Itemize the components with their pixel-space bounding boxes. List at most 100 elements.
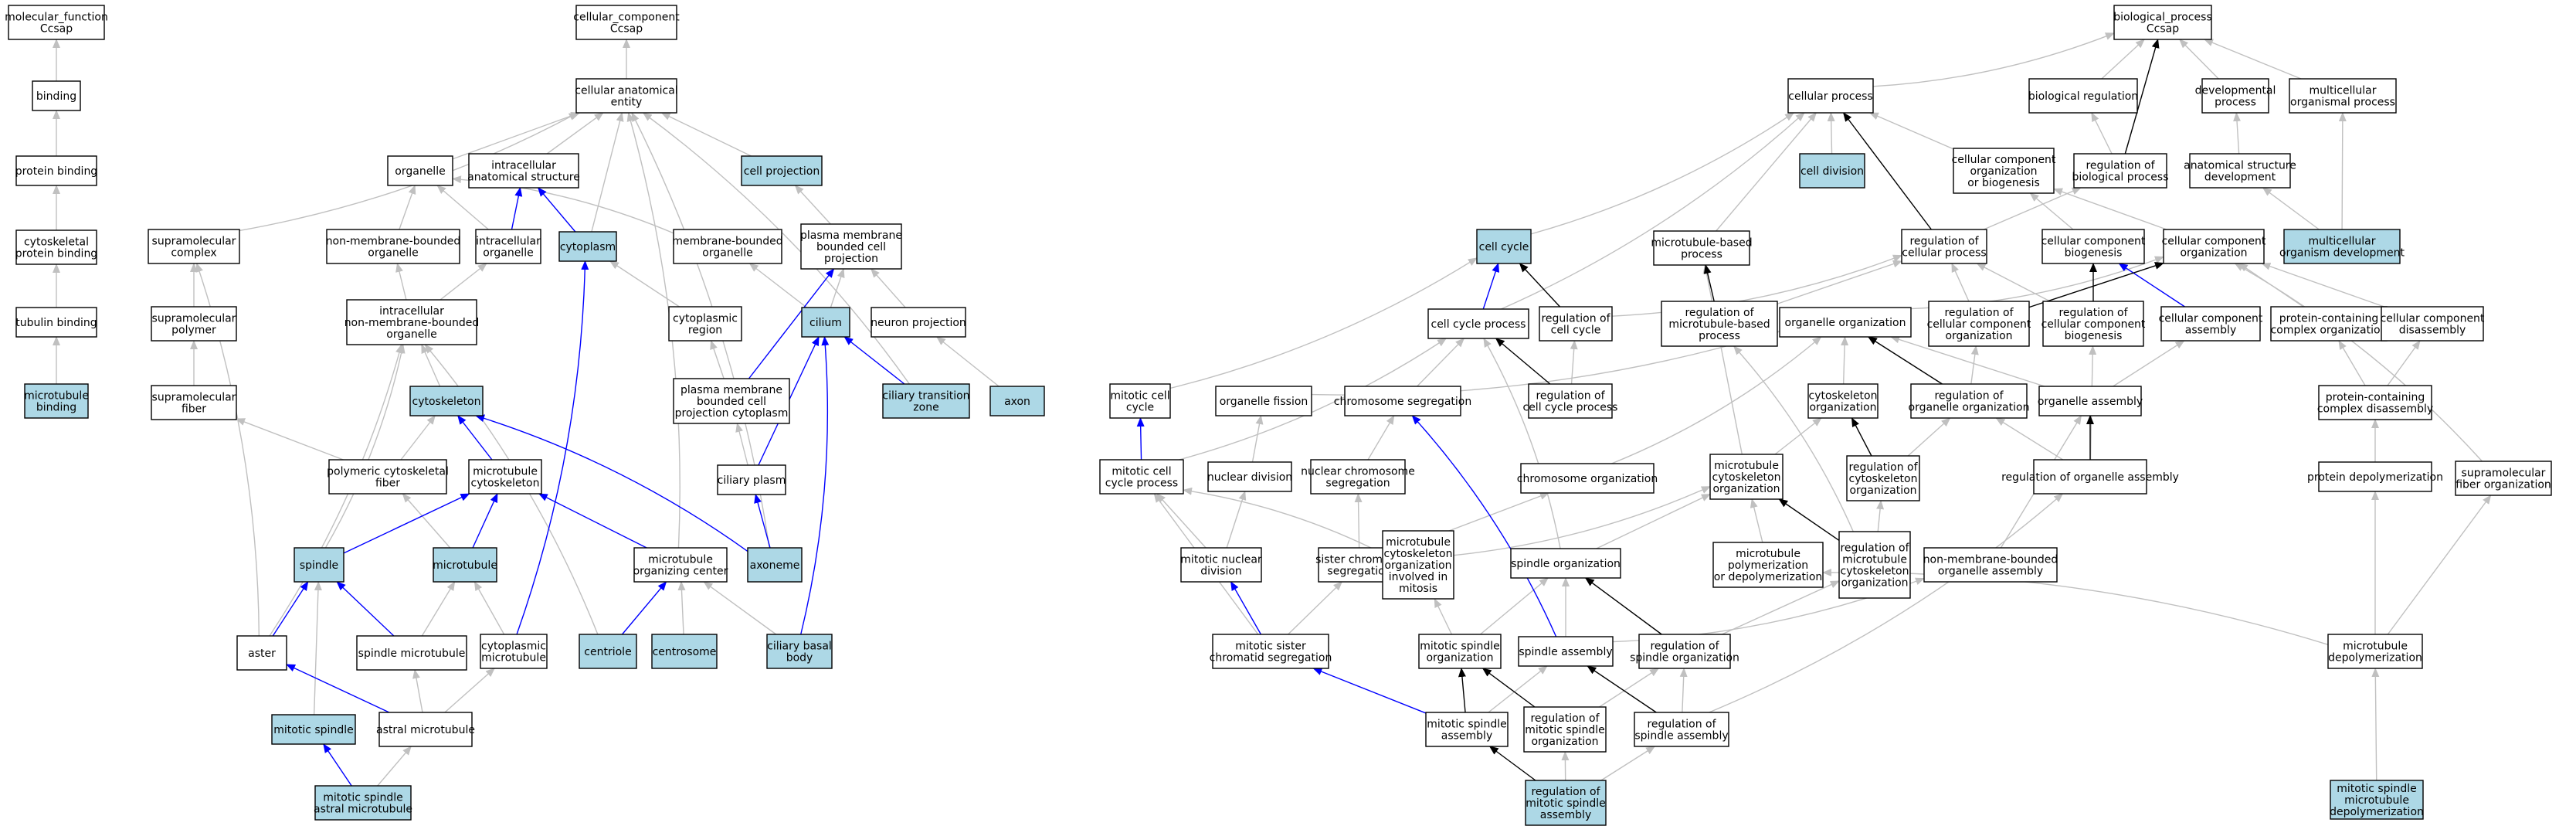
node-box (387, 155, 453, 186)
edge-regccp-to-regcc (1570, 340, 1578, 385)
node-box (271, 714, 356, 745)
edge-spindle-to-mtcyto (343, 493, 470, 554)
edge-suprafiberorg-to-ccorg (2234, 263, 2483, 462)
edge-ccproc-to-cellproc (1501, 112, 1805, 310)
node-label-line: mitotic cell (1112, 466, 1171, 478)
node-label-line: multicellular (2309, 236, 2376, 248)
node-box (1846, 455, 1920, 501)
node-label-line: chromatid segregation (1210, 652, 1332, 665)
edge-regcytoorg-to-regorgorg (1907, 417, 1951, 457)
node-box (1928, 301, 2030, 347)
go-term-node-protbind: protein binding (15, 155, 97, 186)
node-box (1807, 383, 1879, 419)
edge-cellproc-to-bp (1872, 32, 2115, 87)
node-label-line: spindle organization (1511, 558, 1621, 570)
node-box (1215, 386, 1312, 416)
edge-cbb-to-mtoc (703, 581, 777, 635)
node-label-line: cell cycle (1479, 241, 1529, 253)
node-box (2318, 461, 2432, 492)
node-box (1310, 459, 1406, 495)
node-label-line: cellular component (1952, 154, 2056, 166)
go-term-node-ciliaryplasm: ciliary plasm (717, 464, 786, 495)
node-label-line: organization (1712, 483, 1780, 495)
node-label-line: cell cycle process (1431, 318, 1526, 331)
go-term-node-mtcoim: microtubulecytoskeletonorganizationinvol… (1382, 530, 1454, 600)
node-label-line: mitotic spindle (2337, 783, 2416, 795)
node-box (236, 635, 287, 671)
node-box (2283, 229, 2401, 264)
node-label-line: bounded cell (816, 241, 886, 253)
edge-spindleorg-to-mtcytoorg (1596, 493, 1711, 549)
node-label-line: depolymerization (2328, 652, 2422, 665)
node-label-line: intracellular (476, 236, 541, 248)
node-label-line: developmental (2195, 85, 2276, 97)
node-label-line: disassembly (2399, 325, 2466, 337)
edge-mtcytoorg-to-mtbp (1702, 264, 1743, 455)
edge-layer (53, 32, 2492, 787)
node-box (801, 307, 850, 338)
node-box (433, 547, 497, 583)
node-box (1099, 459, 1184, 495)
edge-regmtbp-to-mtbp (1703, 264, 1715, 302)
node-label-line: anatomical structure (2184, 160, 2296, 172)
edge-ctz-to-cilium (843, 336, 905, 385)
node-label-line: spindle (300, 559, 338, 572)
node-label-line: organelle organization (1909, 402, 2030, 414)
node-label-line: microtubule-based (1651, 237, 1752, 250)
node-label-line: organelle organization (1785, 317, 1906, 329)
node-label-line: protein depolymerization (2307, 471, 2443, 484)
node-label-line: cytoskeletal (24, 236, 89, 249)
node-label-line: ciliary transition (882, 390, 969, 403)
go-term-node-bioreg: biological regulation (2028, 78, 2138, 114)
go-term-node-ccproc: cell cycle process (1427, 308, 1529, 339)
node-label-line: segregation (1327, 566, 1391, 578)
go-term-node-astralmt: astral microtubule (376, 712, 475, 747)
node-label-line: organization (1809, 402, 1876, 414)
go-term-node-regmtcytoorg: regulation ofmicrotubulecytoskeletonorga… (1838, 531, 1911, 599)
edge-regccorg-to-ccorg (2028, 262, 2164, 308)
node-box (356, 635, 467, 671)
edge-axoneme-to-ciliaryplasm (754, 494, 771, 549)
go-term-node-cellproj: cell projection (741, 155, 823, 186)
node-label-line: non-membrane-bounded (326, 236, 461, 248)
node-label-line: organization (1841, 577, 1908, 590)
edge-mod-to-asd (2262, 187, 2320, 230)
go-term-node-orgorg: organelle organization (1779, 307, 1912, 338)
edge-msmtdepoly-to-mtdepoly (2371, 668, 2380, 781)
node-box (328, 459, 447, 495)
node-label-line: organization (1970, 165, 2037, 178)
node-box (575, 78, 677, 114)
node-box (2160, 306, 2261, 342)
edge-microtubule-to-polycytofiber (402, 493, 451, 549)
node-label-line: cytoskeleton (1712, 471, 1781, 484)
node-box (2201, 78, 2269, 114)
node-label-line: plasma membrane (800, 229, 902, 242)
node-label-line: microtubule (24, 390, 89, 403)
edge-nonmembrane-to-organelle (399, 185, 416, 230)
edge-cilium-to-pmbcp (830, 268, 845, 308)
node-label-line: spindle organization (1630, 652, 1739, 665)
node-label-line: assembly (1441, 730, 1492, 743)
node-box (409, 386, 484, 416)
node-label-line: Ccsap (40, 23, 73, 36)
node-label-line: membrane-bounded (672, 236, 782, 248)
node-box (1425, 712, 1509, 747)
node-box (871, 307, 966, 338)
node-label-line: process (1681, 249, 1722, 261)
node-label-line: mitotic spindle (273, 724, 353, 736)
node-box (8, 5, 105, 40)
node-label-line: cellular component (2381, 313, 2485, 325)
node-box (1634, 712, 1729, 747)
node-label-line: spindle assembly (1519, 646, 1612, 658)
node-box (766, 634, 833, 669)
node-box (651, 634, 718, 669)
